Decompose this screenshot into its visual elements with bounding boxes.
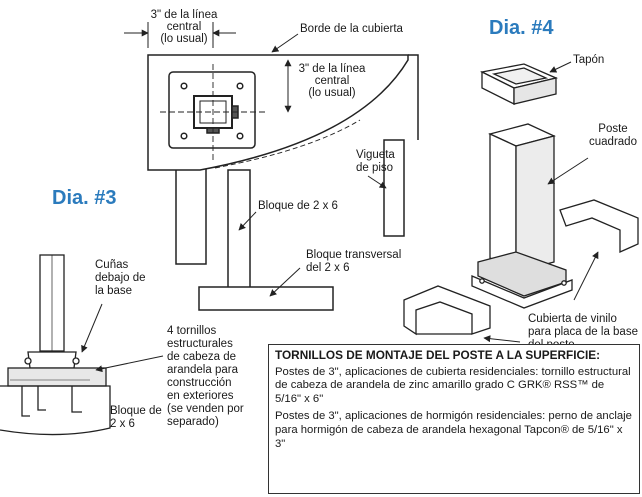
side-view (0, 254, 111, 436)
dia-4-label: Dia. #4 (489, 17, 554, 39)
exploded-post (403, 63, 639, 336)
deck-plan-view (124, 22, 419, 311)
cross-block (198, 286, 334, 311)
svg-text:Tapón: Tapón (573, 54, 604, 66)
info-title: TORNILLOS DE MONTAJE DEL POSTE A LA SUPE… (275, 348, 601, 362)
svg-text:Bloque de 2 x 6: Bloque de 2 x 6 (258, 200, 338, 212)
mounting-screws-info-box: TORNILLOS DE MONTAJE DEL POSTE A LA SUPE… (268, 344, 640, 494)
info-concrete-paragraph: Postes de 3", aplicaciones de hormigón r… (275, 410, 632, 450)
dia-3-label: Dia. #3 (52, 187, 116, 209)
svg-text:Borde de la cubierta: Borde de la cubierta (300, 23, 404, 35)
svg-text:Bloque de2 x 6: Bloque de2 x 6 (110, 405, 162, 430)
info-deck-paragraph: Postes de 3", aplicaciones de cubierta r… (275, 365, 631, 405)
